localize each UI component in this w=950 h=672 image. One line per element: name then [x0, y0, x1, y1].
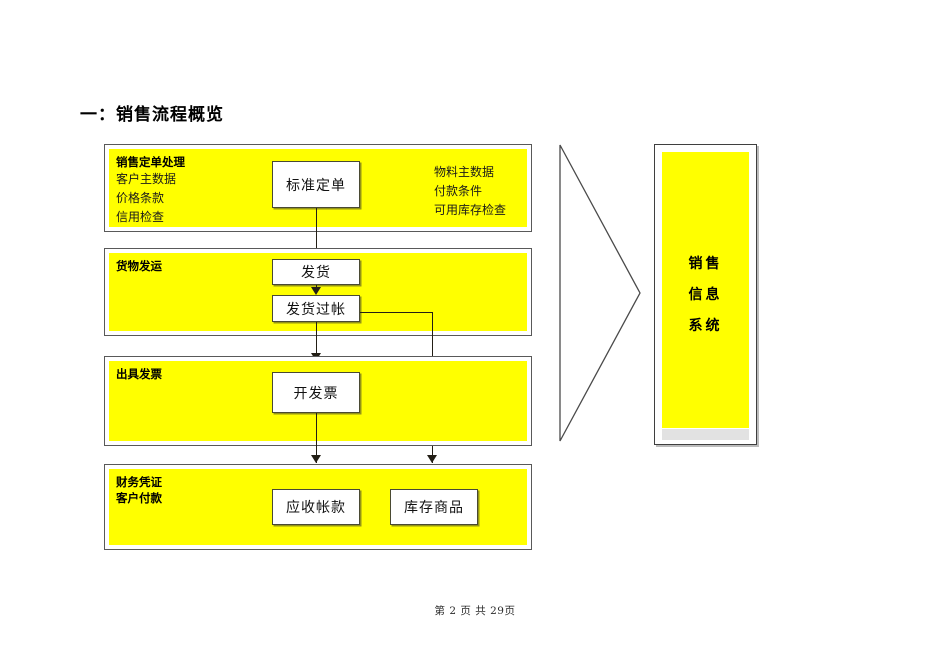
- sis-label-line-3: 系统: [688, 318, 723, 334]
- chevron-arrow-shape: [552, 138, 647, 453]
- connector-invoice-to-receivables: [316, 413, 317, 463]
- stage1-left-item-3: 信用检查: [116, 210, 165, 224]
- stage1-right-column: 物料主数据 付款条件 可用库存检查: [434, 163, 506, 220]
- node-invoice[interactable]: 开发票: [272, 372, 360, 413]
- stage1-left-item-2: 价格条款: [116, 191, 165, 205]
- sis-panel-fill: [662, 152, 749, 428]
- connector-goods-issue-to-invoice: [316, 322, 317, 368]
- sales-information-system-panel: 销售 信息 系统: [654, 144, 757, 445]
- page-title: 一：销售流程概览: [80, 105, 224, 125]
- arrowhead-to-receivables: [311, 455, 321, 463]
- page-footer: 第 2 页 共 29页: [434, 605, 516, 617]
- connector-goods-issue-branch-horizontal: [360, 312, 432, 313]
- stage-panel-billing: 出具发票: [104, 356, 532, 446]
- node-goods-issue[interactable]: 发货过帐: [272, 295, 360, 322]
- node-inventory-goods[interactable]: 库存商品: [390, 489, 478, 525]
- arrowhead-to-goods-issue: [311, 287, 321, 295]
- stage-header-financial-document: 财务凭证: [116, 475, 162, 489]
- sis-label-line-2: 信息: [688, 287, 723, 303]
- stage-header-sales-order-processing: 销售定单处理: [116, 155, 185, 169]
- node-standard-order[interactable]: 标准定单: [272, 161, 360, 208]
- stage-header-billing: 出具发票: [116, 367, 162, 381]
- sis-panel-label: 销售 信息 系统: [655, 249, 756, 342]
- node-delivery[interactable]: 发货: [272, 259, 360, 285]
- node-receivables[interactable]: 应收帐款: [272, 489, 360, 525]
- stage-header-customer-payment: 客户付款: [116, 491, 162, 505]
- stage-header-goods-shipping: 货物发运: [116, 259, 162, 273]
- sis-label-line-1: 销售: [688, 256, 723, 272]
- stage1-right-item-1: 物料主数据: [434, 165, 495, 179]
- arrowhead-to-inventory-goods: [427, 455, 437, 463]
- stage1-left-column: 客户主数据 价格条款 信用检查: [116, 170, 176, 227]
- sis-panel-footer-strip: [662, 429, 749, 440]
- stage1-right-item-3: 可用库存检查: [434, 203, 507, 217]
- stage1-right-item-2: 付款条件: [434, 184, 483, 198]
- stage1-left-item-1: 客户主数据: [116, 172, 177, 186]
- connector-standard-order-to-delivery: [316, 208, 317, 250]
